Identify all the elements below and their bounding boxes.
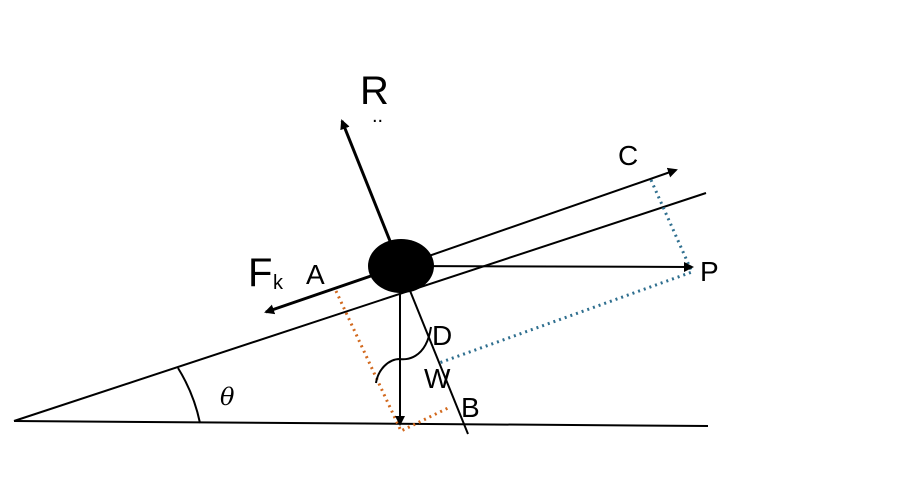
label-p: P	[700, 256, 719, 287]
label-friction-subscript: k	[273, 272, 284, 294]
label-d: D	[432, 320, 452, 351]
label-b: B	[461, 392, 480, 423]
label-w: W	[424, 363, 451, 394]
label-r: R	[360, 69, 389, 113]
label-friction: F	[248, 251, 272, 295]
perpendicular-line-b	[399, 265, 469, 435]
incline-surface	[13, 192, 707, 422]
angle-theta-label: θ	[220, 383, 235, 411]
body-mass	[368, 239, 434, 293]
ground-line	[13, 420, 709, 427]
label-a: A	[306, 259, 325, 290]
force-arrow-p	[399, 261, 694, 272]
force-arrow-c	[399, 167, 678, 267]
label-r-tick: ..	[372, 105, 383, 127]
label-c: C	[618, 140, 638, 171]
angle-d-arc	[375, 326, 432, 384]
angle-theta-arc	[177, 367, 201, 424]
